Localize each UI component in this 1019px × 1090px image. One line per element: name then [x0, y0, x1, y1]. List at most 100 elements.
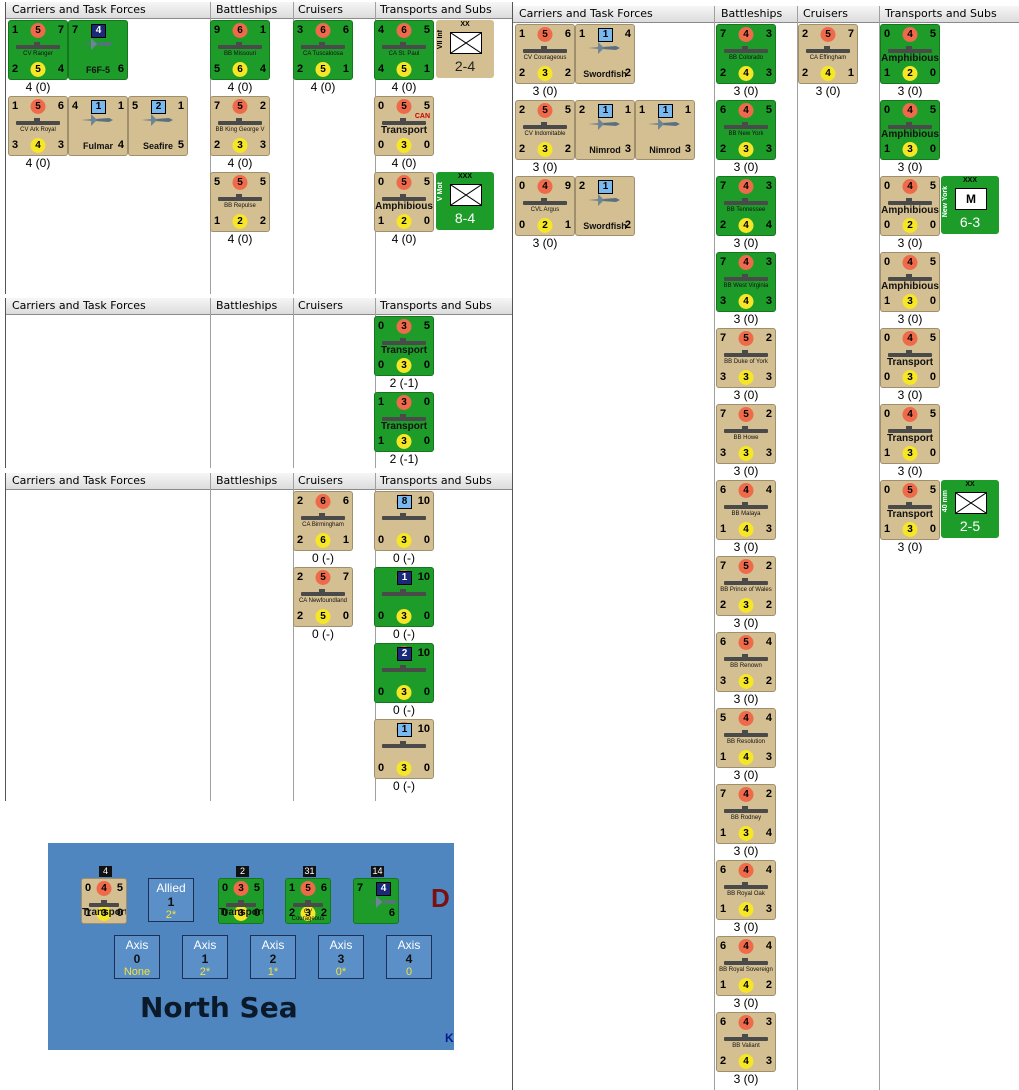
ship-silhouette-icon: [724, 426, 768, 433]
squadron-badge: 4: [376, 882, 391, 896]
unit-counter[interactable]: 1000338: [374, 491, 434, 551]
range-value: 5: [259, 176, 266, 188]
unit-counter[interactable]: 1000331: [374, 719, 434, 779]
defense-value: 3: [720, 675, 727, 687]
defense-value: 1: [884, 295, 891, 307]
attack-value: 0: [884, 28, 891, 40]
strength-badge: 3: [738, 370, 754, 385]
squadron-badge: 8: [397, 495, 412, 509]
unit-caption: 4 (0): [391, 80, 417, 94]
cost-badge: 4: [738, 1015, 754, 1030]
defense-value: 1: [720, 523, 727, 535]
defense-value: 2: [720, 599, 727, 611]
unit-caption: 2 (-1): [389, 376, 419, 390]
panel-b: Carriers and Task Forces Battleships Cru…: [5, 298, 513, 468]
unit-caption: 0 (-): [312, 627, 334, 641]
range-value: 3: [765, 256, 772, 268]
strength-badge: 3: [396, 609, 412, 624]
unit-name: Swordfish: [583, 221, 627, 231]
range-value: 5: [929, 484, 936, 496]
unit-counter[interactable]: 1000331: [374, 567, 434, 627]
ship-silhouette-icon: [724, 882, 768, 889]
unit-counter[interactable]: 1000332: [374, 643, 434, 703]
allied-box[interactable]: Allied 1 2*: [148, 878, 194, 922]
ship-silhouette-icon: [16, 118, 60, 125]
unit-name: Transport: [219, 907, 264, 918]
cost-badge: 4: [902, 27, 918, 42]
ship-silhouette-icon: [888, 122, 932, 129]
unit-caption: 4 (0): [227, 232, 253, 246]
move-value: 2: [765, 979, 772, 991]
cost-badge: 3: [396, 395, 412, 410]
ship-silhouette-icon: [301, 589, 345, 596]
ship-silhouette-icon: [382, 194, 426, 201]
unit-caption: 2 (-1): [389, 452, 419, 466]
panel-a: Carriers and Task Forces Battleships Cru…: [5, 2, 513, 294]
strength-badge: 5: [315, 62, 331, 77]
defense-value: 0: [378, 686, 385, 698]
cost-badge: 5: [738, 635, 754, 650]
move-value: 1: [342, 63, 349, 75]
header-transports: Transports and Subs: [380, 474, 492, 487]
